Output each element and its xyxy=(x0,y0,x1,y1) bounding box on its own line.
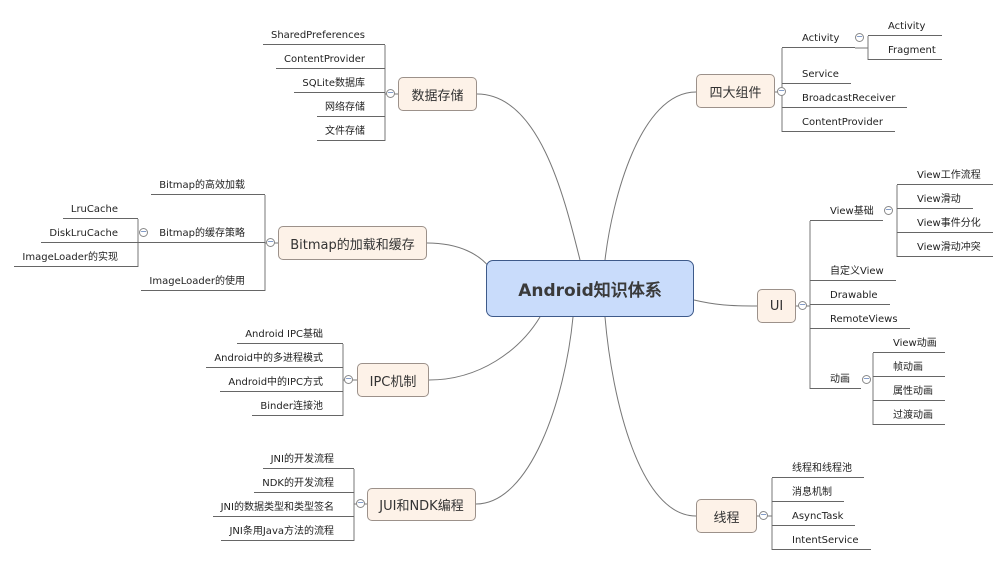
collapse-icon[interactable]: − xyxy=(884,205,893,215)
topic-jni[interactable]: JUI和NDK编程 xyxy=(367,488,476,521)
leaf-item[interactable]: Service xyxy=(782,67,851,84)
leaf-item[interactable]: ImageLoader的实现 xyxy=(14,250,138,267)
leaf-item[interactable]: View滑动冲突 xyxy=(897,240,993,257)
leaf-item[interactable]: Drawable xyxy=(810,288,890,305)
leaf-item[interactable]: DiskLruCache xyxy=(41,226,138,243)
collapse-icon[interactable]: − xyxy=(759,510,768,520)
leaf-item[interactable]: Android中的多进程模式 xyxy=(206,351,343,368)
leaf-item[interactable]: Fragment xyxy=(868,43,942,60)
leaf-item[interactable]: View基础 xyxy=(810,204,883,221)
leaf-item[interactable]: LruCache xyxy=(62,202,138,219)
leaf-item[interactable]: SharedPreferences xyxy=(262,28,385,45)
collapse-icon[interactable]: − xyxy=(139,227,148,237)
leaf-item[interactable]: View工作流程 xyxy=(897,168,993,185)
leaf-item[interactable]: SQLite数据库 xyxy=(294,76,385,93)
leaf-item[interactable]: Android中的IPC方式 xyxy=(220,375,343,392)
leaf-item[interactable]: JNI的开发流程 xyxy=(262,452,354,469)
topic-thread[interactable]: 线程 xyxy=(696,499,757,533)
leaf-item[interactable]: ContentProvider xyxy=(782,115,895,132)
leaf-item[interactable]: RemoteViews xyxy=(810,312,910,329)
topic-ipc[interactable]: IPC机制 xyxy=(357,363,429,397)
leaf-item[interactable]: Binder连接池 xyxy=(252,399,343,416)
leaf-item[interactable]: BroadcastReceiver xyxy=(782,91,908,108)
topic-components[interactable]: 四大组件 xyxy=(696,74,775,108)
leaf-item[interactable]: 线程和线程池 xyxy=(772,461,864,478)
leaf-item[interactable]: Activity xyxy=(868,19,942,36)
leaf-item[interactable]: 网络存储 xyxy=(317,100,385,117)
leaf-item[interactable]: 过渡动画 xyxy=(873,408,945,425)
leaf-item[interactable]: View动画 xyxy=(873,336,945,353)
collapse-icon[interactable]: − xyxy=(777,86,786,96)
leaf-item[interactable]: AsyncTask xyxy=(772,509,856,526)
collapse-icon[interactable]: − xyxy=(344,374,353,384)
leaf-item[interactable]: Bitmap的缓存策略 xyxy=(138,226,265,243)
leaf-item[interactable]: ContentProvider xyxy=(276,52,385,69)
leaf-item[interactable]: 消息机制 xyxy=(772,485,844,502)
topic-storage[interactable]: 数据存储 xyxy=(398,77,477,111)
leaf-item[interactable]: View事件分化 xyxy=(897,216,993,233)
collapse-icon[interactable]: − xyxy=(356,498,365,508)
topic-bitmap[interactable]: Bitmap的加载和缓存 xyxy=(278,226,427,260)
leaf-item[interactable]: 帧动画 xyxy=(873,360,945,377)
topic-ui[interactable]: UI xyxy=(757,289,796,323)
collapse-icon[interactable]: − xyxy=(798,300,807,310)
leaf-item[interactable]: JNI条用Java方法的流程 xyxy=(221,524,354,541)
leaf-item[interactable]: 属性动画 xyxy=(873,384,945,401)
collapse-icon[interactable]: − xyxy=(386,88,395,98)
central-topic[interactable]: Android知识体系 xyxy=(486,260,694,317)
leaf-item[interactable]: Bitmap的高效加载 xyxy=(151,178,265,195)
leaf-item[interactable]: View滑动 xyxy=(897,192,973,209)
leaf-item[interactable]: JNI的数据类型和类型签名 xyxy=(212,500,354,517)
collapse-icon[interactable]: − xyxy=(855,32,864,42)
leaf-item[interactable]: ImageLoader的使用 xyxy=(141,274,265,291)
leaf-item[interactable]: Activity xyxy=(782,31,855,48)
leaf-item[interactable]: IntentService xyxy=(772,533,871,550)
leaf-item[interactable]: 自定义View xyxy=(810,264,896,281)
leaf-item[interactable]: NDK的开发流程 xyxy=(254,476,354,493)
leaf-item[interactable]: Android IPC基础 xyxy=(237,327,343,344)
leaf-item[interactable]: 文件存储 xyxy=(317,124,385,141)
leaf-item[interactable]: 动画 xyxy=(810,372,861,389)
collapse-icon[interactable]: − xyxy=(266,237,275,247)
collapse-icon[interactable]: − xyxy=(862,374,871,384)
